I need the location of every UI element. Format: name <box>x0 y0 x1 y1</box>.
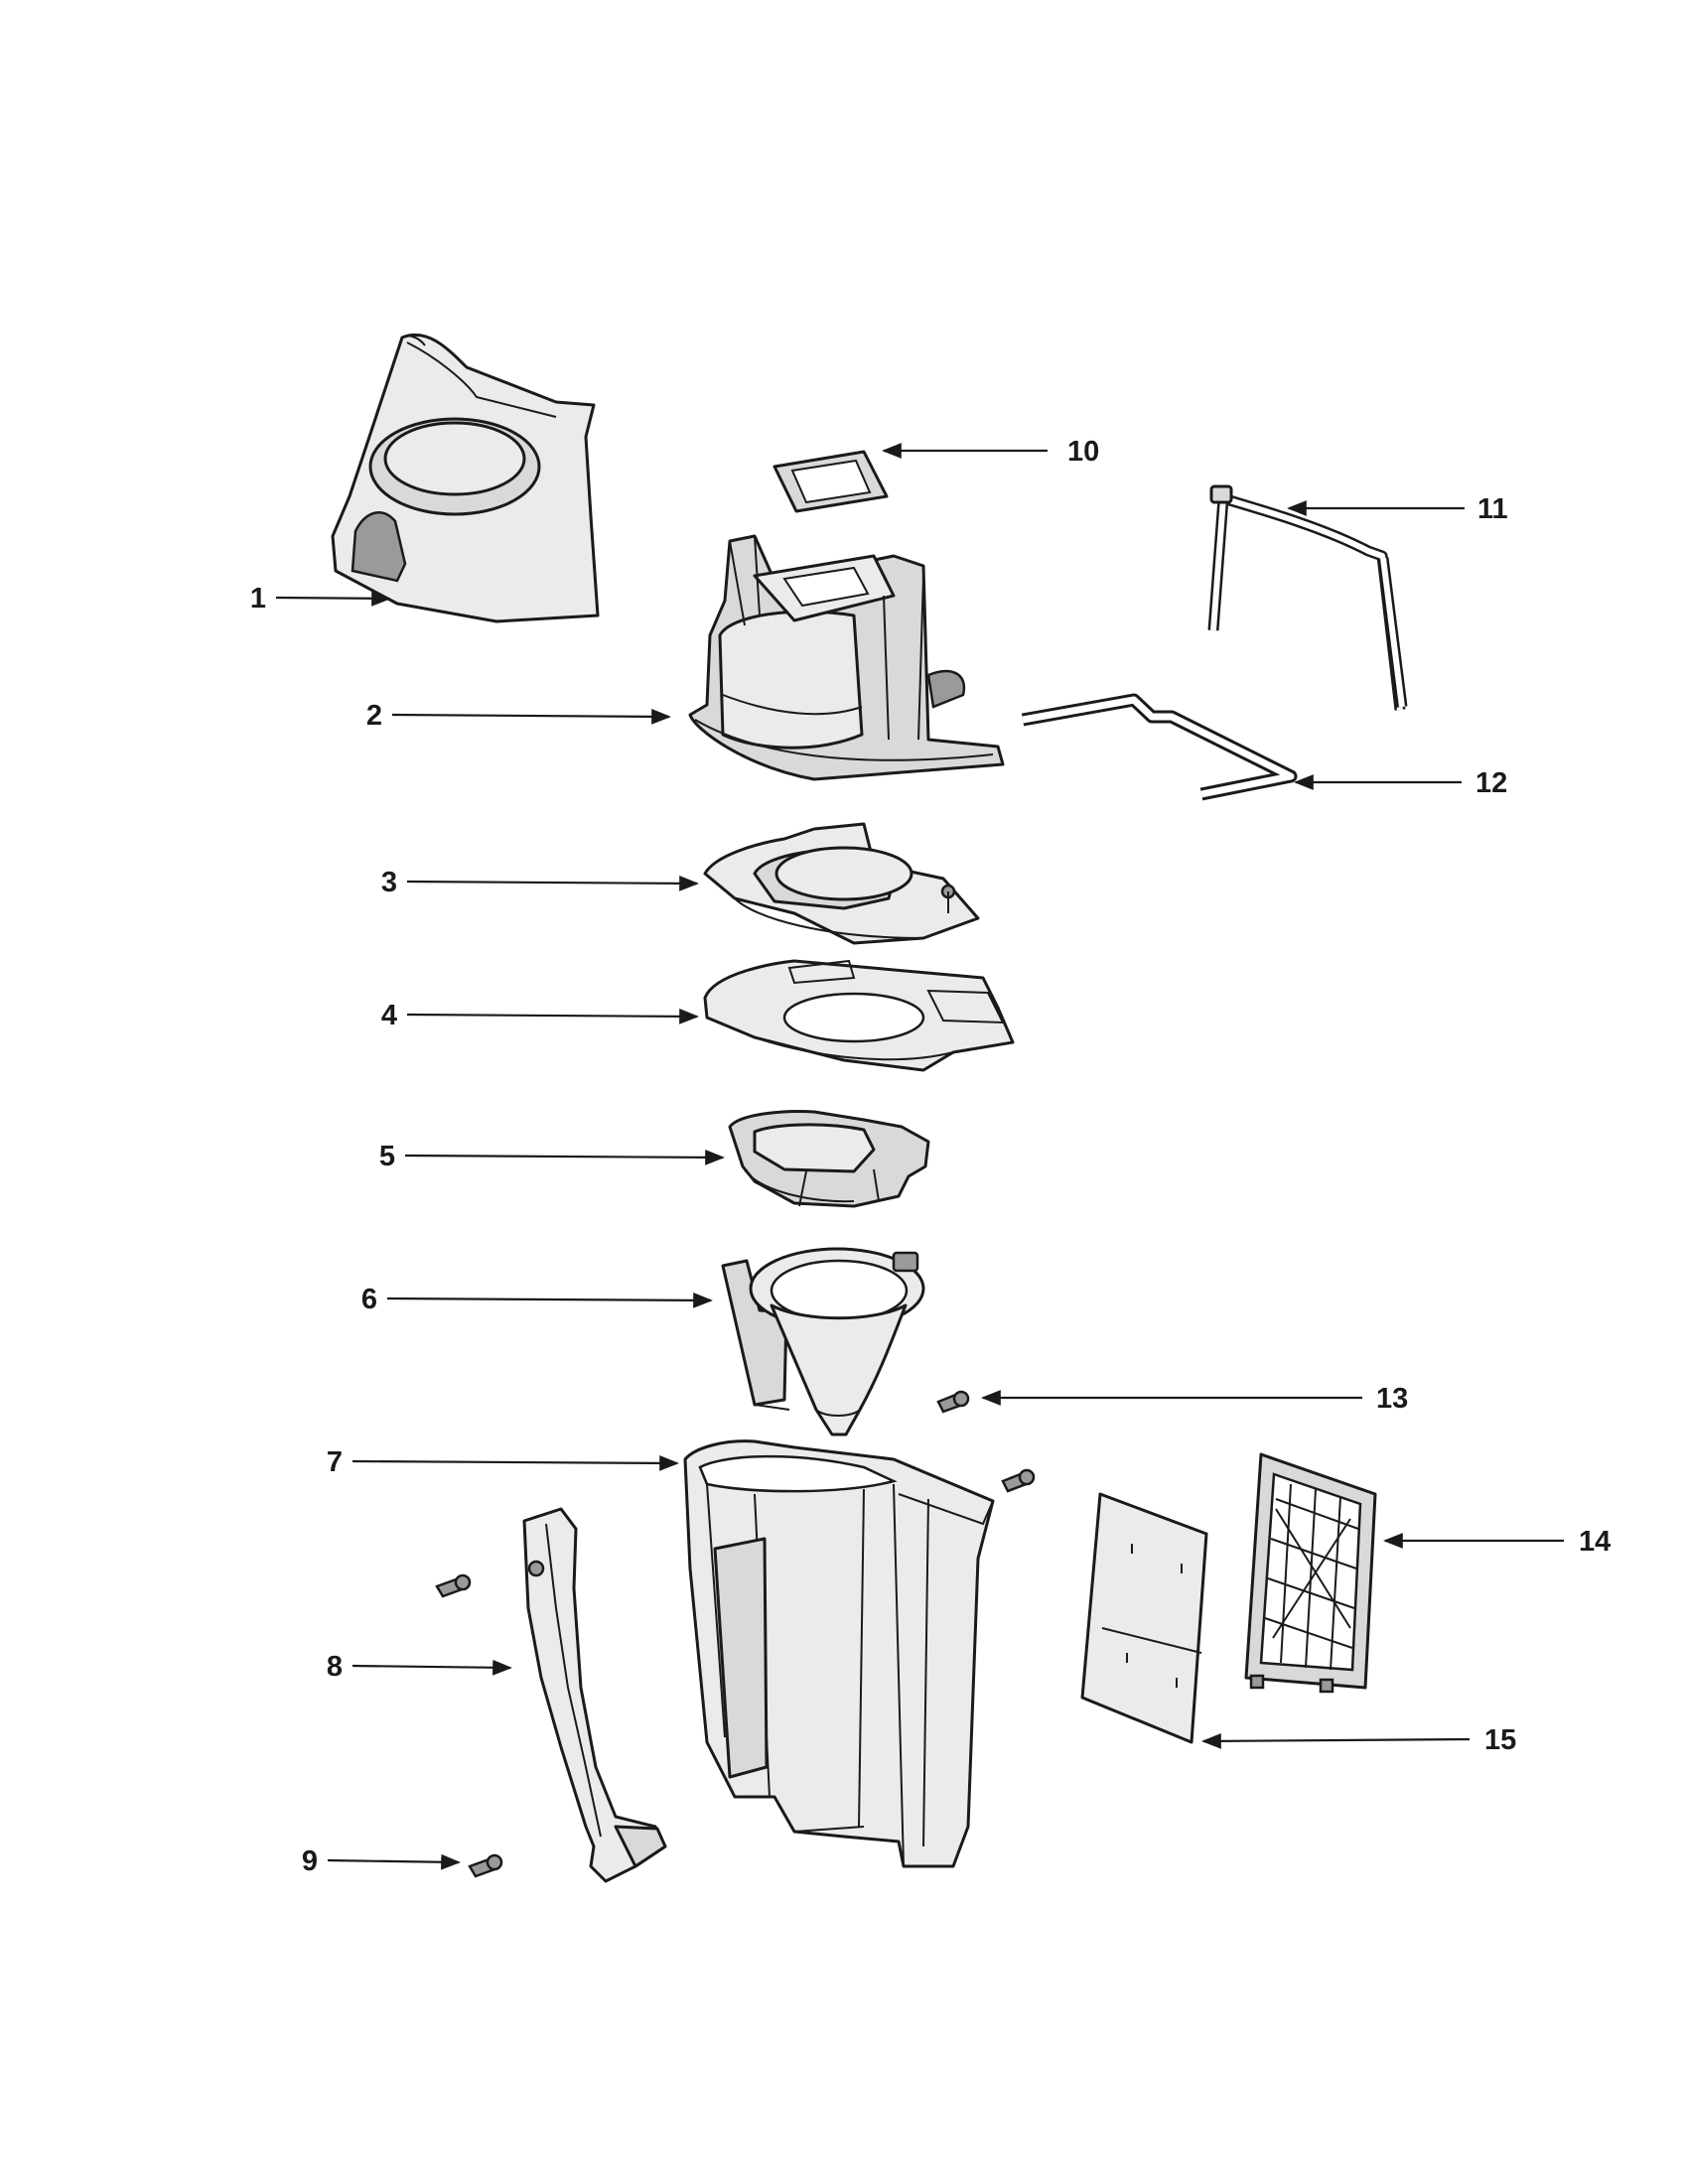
part-10-gasket <box>772 450 889 513</box>
part-9-screw <box>468 1853 503 1878</box>
part-7-carafe-housing <box>683 1439 995 1868</box>
part-3-upper-tray <box>703 822 980 945</box>
callout-6: 6 <box>361 1284 713 1315</box>
callout-1: 1 <box>250 583 391 614</box>
callout-label-13: 13 <box>1376 1383 1408 1415</box>
callout-label-12: 12 <box>1475 767 1507 799</box>
callout-12: 12 <box>1294 767 1507 799</box>
callout-label-5: 5 <box>379 1141 395 1172</box>
callout-label-3: 3 <box>381 867 397 898</box>
part-5-basket-holder <box>728 1110 930 1208</box>
callout-8: 8 <box>327 1651 512 1683</box>
part-14-grid-cover <box>1244 1452 1377 1694</box>
callout-label-8: 8 <box>327 1651 343 1683</box>
part-11-wire-bracket <box>1207 484 1408 711</box>
callout-label-9: 9 <box>302 1845 318 1877</box>
callout-11: 11 <box>1287 493 1508 525</box>
callout-9: 9 <box>302 1845 461 1877</box>
handle-screw-upper <box>435 1573 472 1598</box>
callout-3: 3 <box>381 867 699 898</box>
callout-label-7: 7 <box>327 1446 343 1478</box>
callout-5: 5 <box>379 1141 725 1172</box>
callout-14: 14 <box>1383 1526 1611 1558</box>
part-6-filter-basket <box>721 1247 925 1436</box>
callout-label-11: 11 <box>1477 493 1508 525</box>
callout-7: 7 <box>327 1446 679 1478</box>
callout-2: 2 <box>366 700 671 732</box>
callout-label-4: 4 <box>381 1000 397 1031</box>
callout-15: 15 <box>1201 1724 1516 1756</box>
part-4-plate <box>703 959 1015 1072</box>
part-8-handle <box>522 1507 667 1883</box>
callout-label-1: 1 <box>250 583 266 614</box>
callout-4: 4 <box>381 1000 699 1031</box>
callout-label-14: 14 <box>1579 1526 1611 1558</box>
callout-10: 10 <box>882 436 1099 468</box>
callout-label-10: 10 <box>1067 436 1099 468</box>
callout-13: 13 <box>981 1383 1408 1415</box>
callout-label-2: 2 <box>366 700 382 732</box>
part-1-top-cover <box>331 333 600 623</box>
part-13-screw <box>936 1390 970 1414</box>
part-12-wire-rod <box>1021 693 1298 801</box>
housing-screw <box>1001 1468 1036 1493</box>
callouts: 1 2 3 4 5 6 7 8 <box>250 436 1611 1877</box>
callout-label-15: 15 <box>1484 1724 1516 1756</box>
callout-label-6: 6 <box>361 1284 377 1315</box>
part-15-panel <box>1080 1492 1208 1744</box>
part-2-reservoir-housing <box>688 534 1005 781</box>
